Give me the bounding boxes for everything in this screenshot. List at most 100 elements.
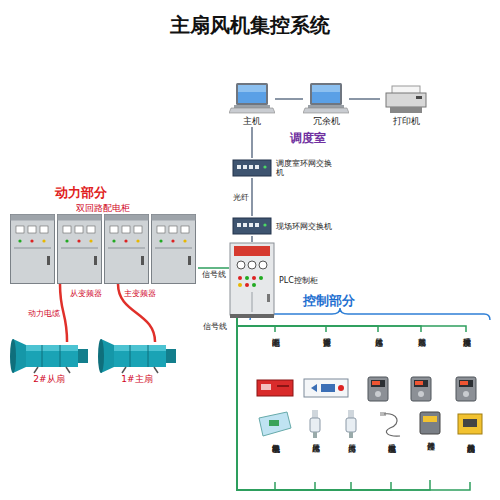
device-graphic	[368, 377, 388, 401]
device-graphic	[411, 377, 431, 401]
computer-node: 主机	[229, 82, 275, 127]
connector-label: 光纤	[233, 193, 249, 202]
connector-line	[118, 284, 155, 342]
sensor-node: 电机温度传感器	[374, 410, 408, 482]
connector-line	[237, 318, 391, 490]
node-label: 主机	[243, 116, 261, 127]
fan-node: 2#从扇	[8, 338, 90, 385]
node-label: 电机温度传感器	[387, 438, 396, 482]
device-icon	[257, 410, 293, 438]
connector-line	[251, 127, 252, 158]
signal-label: 信号线	[203, 321, 227, 332]
device-icon	[8, 214, 198, 284]
connector-label: 信号线	[202, 270, 226, 279]
device-graphic	[420, 412, 440, 434]
device-graphic	[229, 83, 275, 113]
device-icon	[378, 410, 404, 438]
device-icon	[96, 338, 178, 374]
node-label: 环境温度传感器	[462, 332, 471, 376]
device-graphic	[233, 218, 271, 234]
sensor-node: 风门开闭状态传感器	[452, 410, 488, 482]
device-icon	[344, 410, 358, 438]
sensor-node: 风速传感器	[362, 332, 394, 402]
connector-line	[237, 318, 326, 332]
computer-node: 冗余机	[303, 82, 349, 127]
section-heading: 动力部分	[55, 184, 107, 202]
device-graphic	[259, 412, 291, 436]
device-graphic	[11, 215, 196, 284]
sensor-node: 瓦斯传感器	[405, 332, 437, 402]
node-label: 1#主扇	[121, 374, 152, 385]
node-label: 开停传感器	[426, 436, 435, 480]
connector-line	[237, 318, 470, 490]
node-label: 现场环网交换机	[276, 222, 332, 231]
device-graphic	[380, 412, 400, 436]
node-label: 不间断电源	[271, 332, 280, 376]
device-graphic	[230, 243, 274, 318]
device-graphic	[257, 380, 293, 396]
sensor-node: 不间断电源	[255, 332, 295, 400]
connector-line	[237, 318, 378, 332]
diagram-title: 主扇风机集控系统	[0, 12, 500, 39]
device-icon	[229, 82, 275, 116]
node-label: 压力传感器	[347, 438, 356, 482]
device-graphic	[303, 83, 349, 113]
sensor-node: 电机振动采集模块	[255, 410, 295, 482]
control-bracket	[250, 308, 490, 320]
device-graphic	[233, 160, 271, 176]
connector-line	[251, 236, 252, 242]
device-icon	[232, 216, 272, 236]
connector-line	[198, 267, 229, 269]
part-label: 主变频器	[124, 288, 156, 299]
sensor-node: 风压传感器	[300, 410, 330, 482]
connector-line	[275, 98, 303, 99]
node-label: PLC控制柜	[279, 276, 329, 285]
device-icon	[366, 376, 390, 402]
fan-node: 1#主扇	[96, 338, 178, 385]
connector-line	[251, 178, 252, 216]
sensor-node: 开停传感器	[414, 410, 446, 480]
node-label: 声光语音报警器	[322, 332, 331, 376]
node-label: 风速传感器	[374, 332, 383, 376]
device-graphic	[10, 339, 88, 373]
device-graphic	[386, 86, 426, 113]
node-label: 打印机	[393, 116, 420, 127]
device-icon	[303, 376, 349, 400]
device-graphic	[310, 410, 320, 438]
device-icon	[454, 376, 478, 402]
device-graphic	[304, 379, 348, 397]
device-icon	[8, 338, 90, 374]
device-icon	[303, 82, 349, 116]
device-icon	[232, 158, 272, 178]
device-icon	[455, 410, 485, 438]
device-icon	[380, 82, 432, 116]
sensor-node: 声光语音报警器	[303, 332, 349, 400]
connector-line	[349, 98, 380, 99]
node-label: 双回路配电柜	[76, 203, 130, 214]
switch-node: 调度室环网交换机	[232, 158, 332, 178]
part-label: 从变频器	[70, 288, 102, 299]
device-icon	[418, 410, 442, 436]
node-label: 电机振动采集模块	[271, 438, 280, 482]
node-label: 风压传感器	[311, 438, 320, 482]
connector-line	[237, 318, 421, 332]
device-graphic	[98, 339, 176, 373]
connector-line	[60, 284, 67, 342]
switch-node: 现场环网交换机	[232, 216, 332, 236]
connector-line	[237, 318, 275, 490]
connector-line	[237, 318, 275, 332]
room-label: 调度室	[290, 130, 326, 147]
node-label: 调度室环网交换机	[276, 159, 332, 177]
printer-node: 打印机	[380, 82, 432, 127]
device-icon	[255, 376, 295, 400]
device-icon	[409, 376, 433, 402]
sensor-node: 压力传感器	[336, 410, 366, 482]
connector-line	[237, 318, 466, 332]
distribution-cabinet-node: 双回路配电柜	[8, 203, 198, 284]
device-icon	[308, 410, 322, 438]
device-icon	[229, 242, 275, 318]
connector-line	[237, 318, 315, 490]
section-heading: 控制部分	[303, 292, 355, 310]
device-graphic	[458, 414, 482, 434]
